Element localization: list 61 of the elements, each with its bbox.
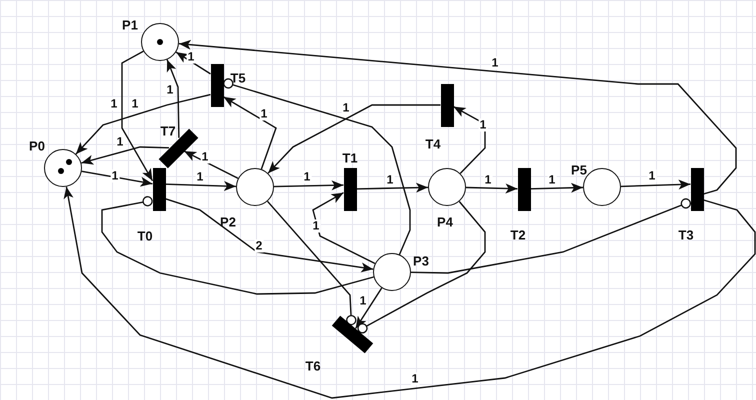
- arc-weight: 1: [410, 372, 420, 386]
- transition-label: T6: [305, 358, 321, 374]
- arrow: [81, 146, 170, 165]
- arrow: [121, 50, 154, 182]
- arc-weight: 1: [548, 174, 556, 186]
- place-label: P4: [437, 214, 453, 230]
- place-label: P3: [413, 254, 429, 268]
- place-label: P1: [122, 18, 138, 32]
- arc-weight: 1: [478, 118, 488, 132]
- arc-weight: 1: [342, 102, 350, 114]
- arrow: [453, 106, 486, 174]
- arrow: [166, 59, 180, 138]
- arrow: [312, 192, 376, 264]
- arc-weight: 2: [254, 240, 264, 252]
- arrow: [268, 104, 440, 174]
- transition-label: T0: [137, 228, 153, 244]
- arrow: [75, 94, 211, 155]
- arc-weight: 1: [186, 50, 196, 64]
- arc-weight: 1: [358, 294, 368, 308]
- arc-weight: 1: [648, 170, 656, 182]
- arrow: [165, 198, 374, 272]
- arrow: [356, 182, 428, 193]
- arrow: [82, 170, 153, 187]
- arrow: [355, 288, 382, 329]
- inhibitor-arc: [101, 196, 374, 295]
- arc-weight: 1: [312, 220, 320, 232]
- arrow: [184, 150, 238, 180]
- arrow: [466, 184, 518, 194]
- arc-weight: 1: [110, 98, 118, 110]
- place-label: P0: [29, 138, 45, 154]
- arrow: [178, 40, 737, 195]
- arc-weight: 1: [196, 170, 204, 184]
- place-label: P2: [220, 214, 236, 230]
- arc-weight: 1: [130, 98, 140, 110]
- inhibitor-arc: [357, 201, 486, 334]
- arc-weight: 1: [490, 56, 500, 70]
- inhibitor-arc: [410, 198, 691, 274]
- arc-weight: 1: [200, 150, 210, 164]
- arc-weight: 1: [166, 84, 174, 96]
- inhibitor-arc: [266, 200, 356, 326]
- arc-weight: 1: [260, 108, 268, 120]
- arrow: [176, 52, 211, 74]
- place-label: P5: [571, 162, 587, 178]
- arc-weight: 1: [302, 170, 312, 184]
- transition-label: T4: [425, 136, 441, 152]
- transition-label: T5: [230, 70, 246, 86]
- arrow: [274, 180, 344, 190]
- transition-label: T3: [678, 228, 694, 242]
- transition-label: T7: [160, 124, 176, 138]
- transition-label: T1: [342, 150, 358, 166]
- transition-label: T2: [510, 228, 526, 242]
- arrow: [64, 186, 756, 399]
- inhibitor-arc: [223, 78, 411, 255]
- arrow: [620, 180, 691, 190]
- arc-weight: 1: [110, 170, 120, 182]
- arrow: [165, 181, 236, 192]
- arc-weight: 1: [386, 174, 394, 186]
- arc-weight: 1: [484, 174, 492, 186]
- arrow: [223, 96, 277, 170]
- arc-weight: 1: [116, 136, 124, 148]
- arrow: [530, 182, 584, 193]
